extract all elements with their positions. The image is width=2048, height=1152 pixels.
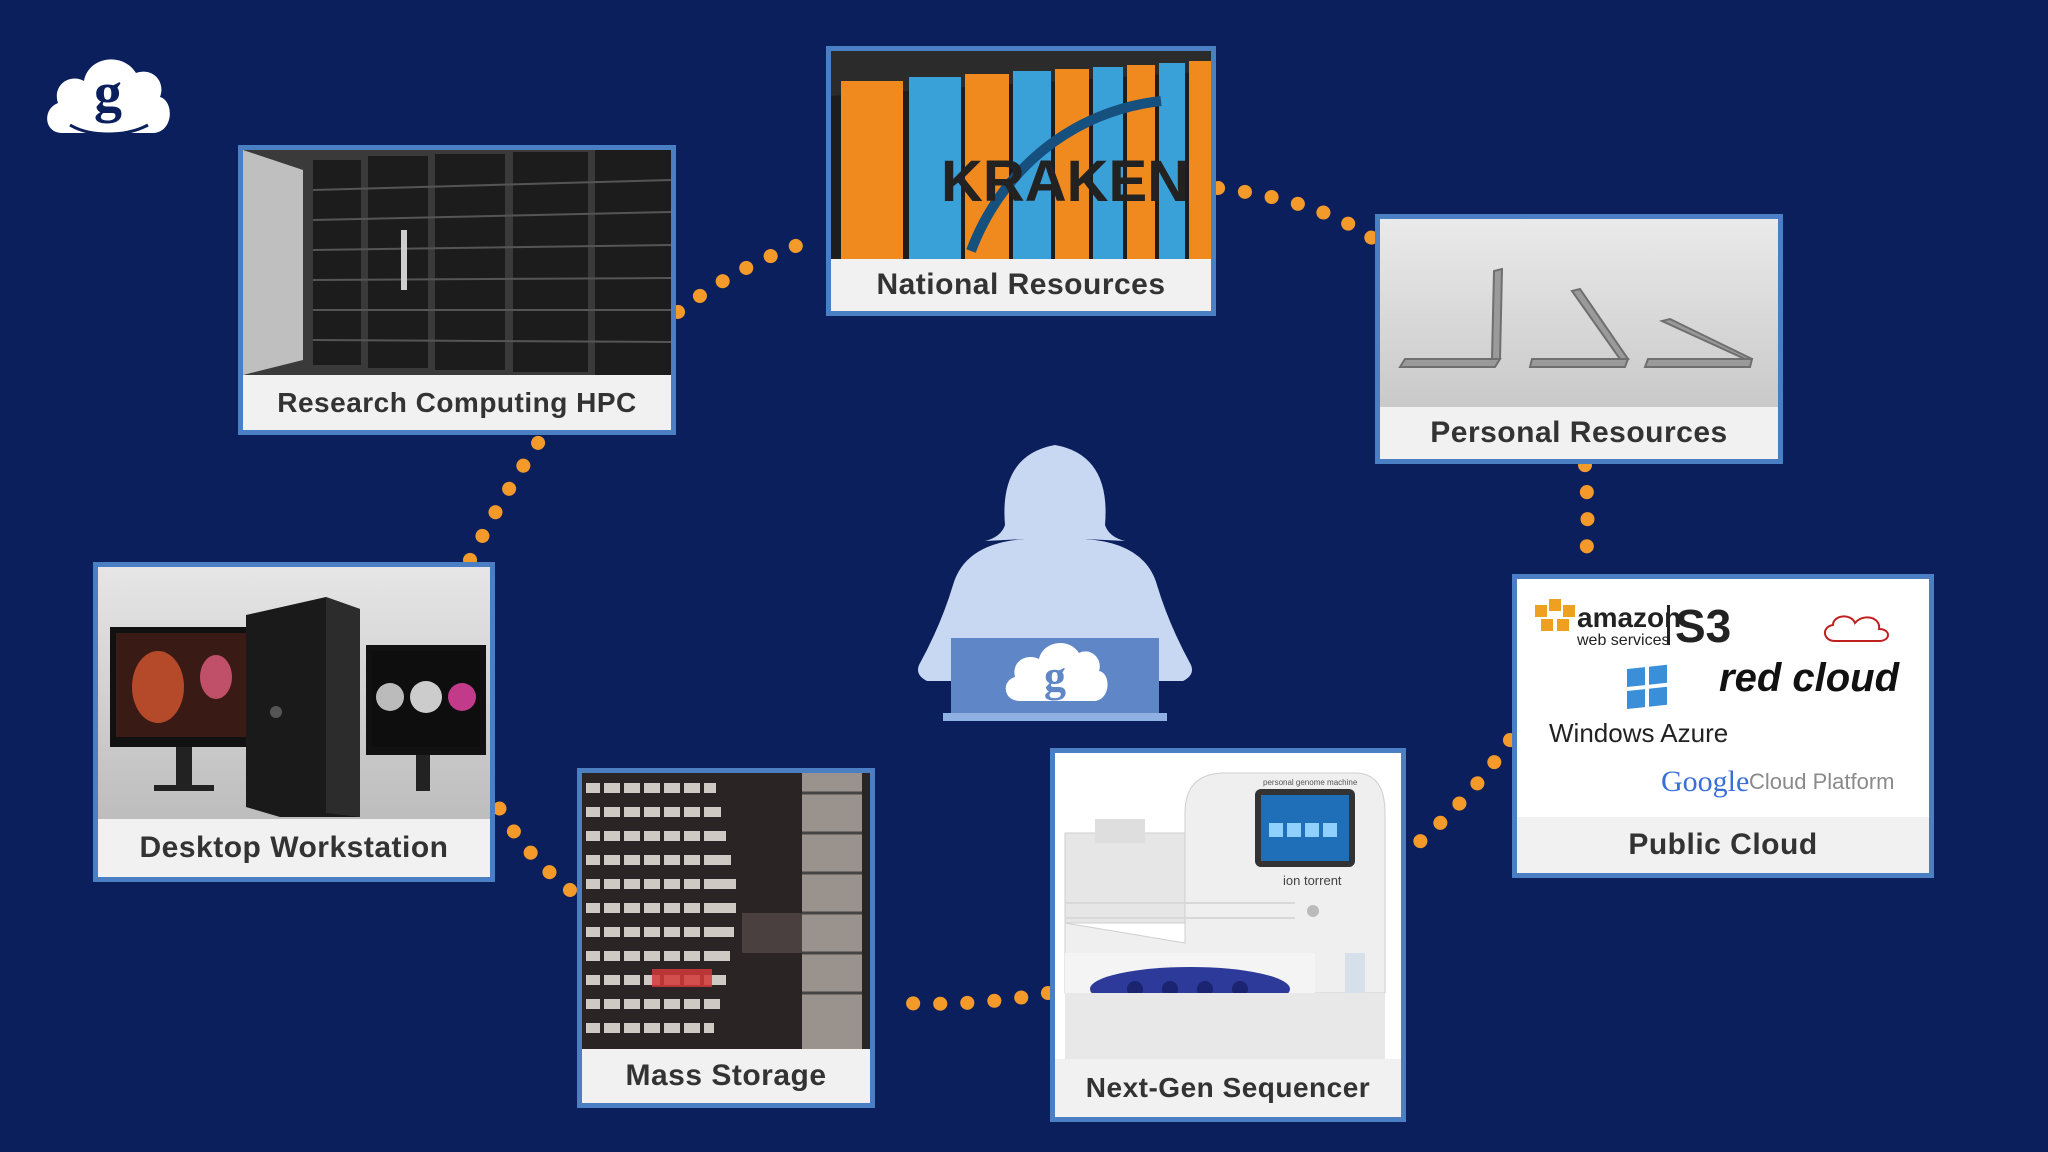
- svg-text:Cloud Platform: Cloud Platform: [1749, 769, 1895, 794]
- card-research-hpc[interactable]: Research Computing HPC: [238, 145, 676, 435]
- svg-text:Google: Google: [1661, 765, 1749, 798]
- card-label: Mass Storage: [582, 1049, 870, 1103]
- card-label: Personal Resources: [1380, 407, 1778, 459]
- card-label: Desktop Workstation: [98, 819, 490, 877]
- connector-desktop-hpc: [463, 433, 547, 567]
- card-desktop-workstation[interactable]: Desktop Workstation: [93, 562, 495, 882]
- card-national-resources[interactable]: KRAKEN National Resources: [826, 46, 1216, 316]
- connector-sequencer-storage: [881, 986, 1055, 1011]
- card-label: National Resources: [831, 259, 1211, 311]
- svg-text:web services: web services: [1576, 632, 1669, 649]
- tape-library-image: [582, 773, 870, 1049]
- connector-cloud-sequencer: [1403, 733, 1517, 857]
- svg-text:g: g: [94, 62, 122, 124]
- globus-cloud-logo-icon: g: [47, 59, 170, 136]
- connector-personal-cloud: [1578, 458, 1595, 579]
- cloud-provider-logos: amazon web services S3 red cloud Windows…: [1517, 579, 1929, 817]
- card-label: Next-Gen Sequencer: [1055, 1059, 1401, 1117]
- kraken-supercomputer-image: KRAKEN: [831, 51, 1211, 259]
- connector-hpc-national: [671, 231, 827, 319]
- svg-text:g: g: [1044, 652, 1066, 701]
- connector-national-personal: [1211, 181, 1379, 245]
- red-cloud-logo: red cloud: [1719, 615, 1901, 700]
- card-personal-resources[interactable]: Personal Resources: [1375, 214, 1783, 464]
- google-cloud-platform-logo: Google Cloud Platform: [1661, 765, 1895, 798]
- ion-torrent-sequencer-image: personal genome machine ion torrent: [1055, 753, 1401, 1059]
- card-label: Research Computing HPC: [243, 375, 671, 430]
- laptops-image: [1380, 219, 1778, 407]
- desktop-workstation-image: [98, 567, 490, 819]
- kraken-lettering: KRAKEN: [941, 149, 1189, 214]
- svg-text:S3: S3: [1675, 600, 1731, 652]
- svg-text:Windows Azure: Windows Azure: [1549, 718, 1728, 748]
- connector-storage-desktop: [488, 793, 577, 897]
- card-public-cloud[interactable]: amazon web services S3 red cloud Windows…: [1512, 574, 1934, 878]
- svg-text:amazon: amazon: [1577, 602, 1681, 633]
- svg-text:personal genome machine: personal genome machine: [1263, 778, 1358, 787]
- svg-text:red cloud: red cloud: [1719, 656, 1901, 700]
- card-label: Public Cloud: [1517, 817, 1929, 873]
- card-next-gen-sequencer[interactable]: personal genome machine ion torrent Next…: [1050, 748, 1406, 1122]
- svg-text:ion torrent: ion torrent: [1283, 873, 1342, 888]
- user-with-laptop-icon: g: [918, 445, 1192, 721]
- windows-azure-logo: Windows Azure: [1549, 664, 1728, 748]
- amazon-web-services-logo: amazon web services S3: [1535, 599, 1731, 652]
- hpc-server-racks-image: [243, 150, 671, 375]
- card-mass-storage[interactable]: Mass Storage: [577, 768, 875, 1108]
